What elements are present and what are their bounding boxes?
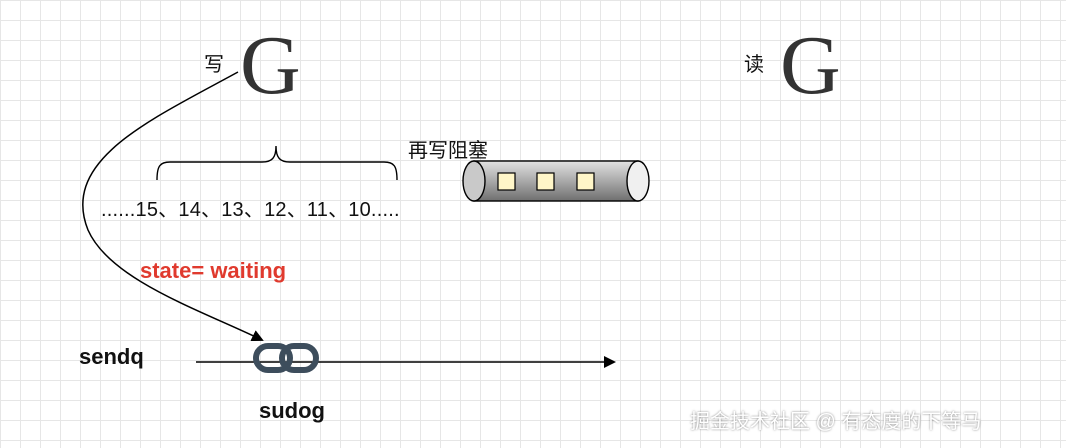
writer-goroutine-logo: G bbox=[240, 19, 301, 112]
channel-buffer bbox=[462, 160, 650, 202]
blocked-write-label: 再写阻塞 bbox=[408, 140, 488, 162]
buffer-slot bbox=[576, 172, 595, 191]
writer-label: 写 bbox=[204, 54, 224, 76]
reader-goroutine-logo: G bbox=[780, 19, 841, 112]
sudog-label: sudog bbox=[259, 398, 325, 423]
pending-writes-sequence: ......15、14、13、12、11、10..... bbox=[101, 199, 400, 221]
buffer-slot bbox=[497, 172, 516, 191]
sendq-label: sendq bbox=[79, 344, 144, 369]
link-icon bbox=[253, 343, 319, 373]
watermark: 掘金技术社区 @ 有态度的下等马 bbox=[690, 411, 982, 433]
state-text: state= waiting bbox=[140, 258, 287, 283]
reader-label: 读 bbox=[744, 54, 764, 76]
writer-to-sudog-arrow bbox=[82, 71, 264, 342]
blocked-range-brace bbox=[156, 145, 398, 181]
buffer-slot bbox=[536, 172, 555, 191]
